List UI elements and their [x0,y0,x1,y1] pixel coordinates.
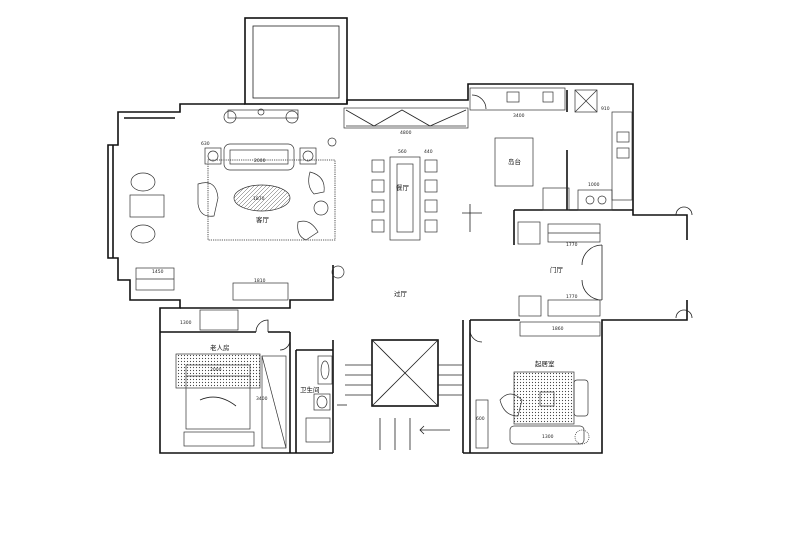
room-label-island: 岛台 [508,157,521,166]
elder-bedroom: 1300 2000 3400 老人房 [175,309,287,449]
room-label-foyer: 门厅 [550,265,564,274]
room-label-bathroom: 卫生间 [300,385,320,394]
dim-1870: 1870 [253,196,265,202]
interior-walls [160,90,633,453]
room-label-elder-bedroom: 老人房 [210,343,230,352]
dim-3400: 3400 [513,113,525,119]
dim-1860: 1860 [552,326,564,332]
foyer: 1770 门厅 1770 [517,221,601,317]
room-label-study: 起居室 [535,359,555,368]
dim-1300: 1300 [180,320,192,326]
dim-2000-bed: 2000 [210,367,222,373]
dim-3400-wardrobe: 3400 [256,396,268,402]
dim-600: 600 [476,416,485,422]
dim-910: 910 [601,106,610,112]
dim-440: 440 [424,149,433,155]
dim-1300-study: 1300 [542,434,554,440]
room-label-living: 客厅 [256,215,270,224]
outer-walls [107,17,693,454]
dim-2000: 2000 [254,158,266,164]
bathroom: 卫生间 [300,355,333,443]
dim-1770-top: 1770 [566,242,578,248]
dim-1770-bottom: 1770 [566,294,578,300]
stair-core [337,339,462,450]
dim-1000: 1000 [588,182,600,188]
doors [255,94,603,351]
study-room: 1860 1300 600 起居室 [475,321,601,449]
dim-4800: 4800 [400,130,412,136]
dim-1450: 1450 [152,269,164,275]
dim-560: 560 [398,149,407,155]
room-label-dining: 餐厅 [396,183,410,192]
room-label-hall: 过厅 [394,289,408,298]
kitchen: 3400 910 岛台 1000 [469,87,633,211]
dim-630: 630 [201,141,210,147]
living-room: 630 2000 1870 1450 1810 客厅 [129,108,345,301]
dim-1810: 1810 [254,278,266,284]
dining-room: 4800 560 440 餐厅 [343,107,482,241]
